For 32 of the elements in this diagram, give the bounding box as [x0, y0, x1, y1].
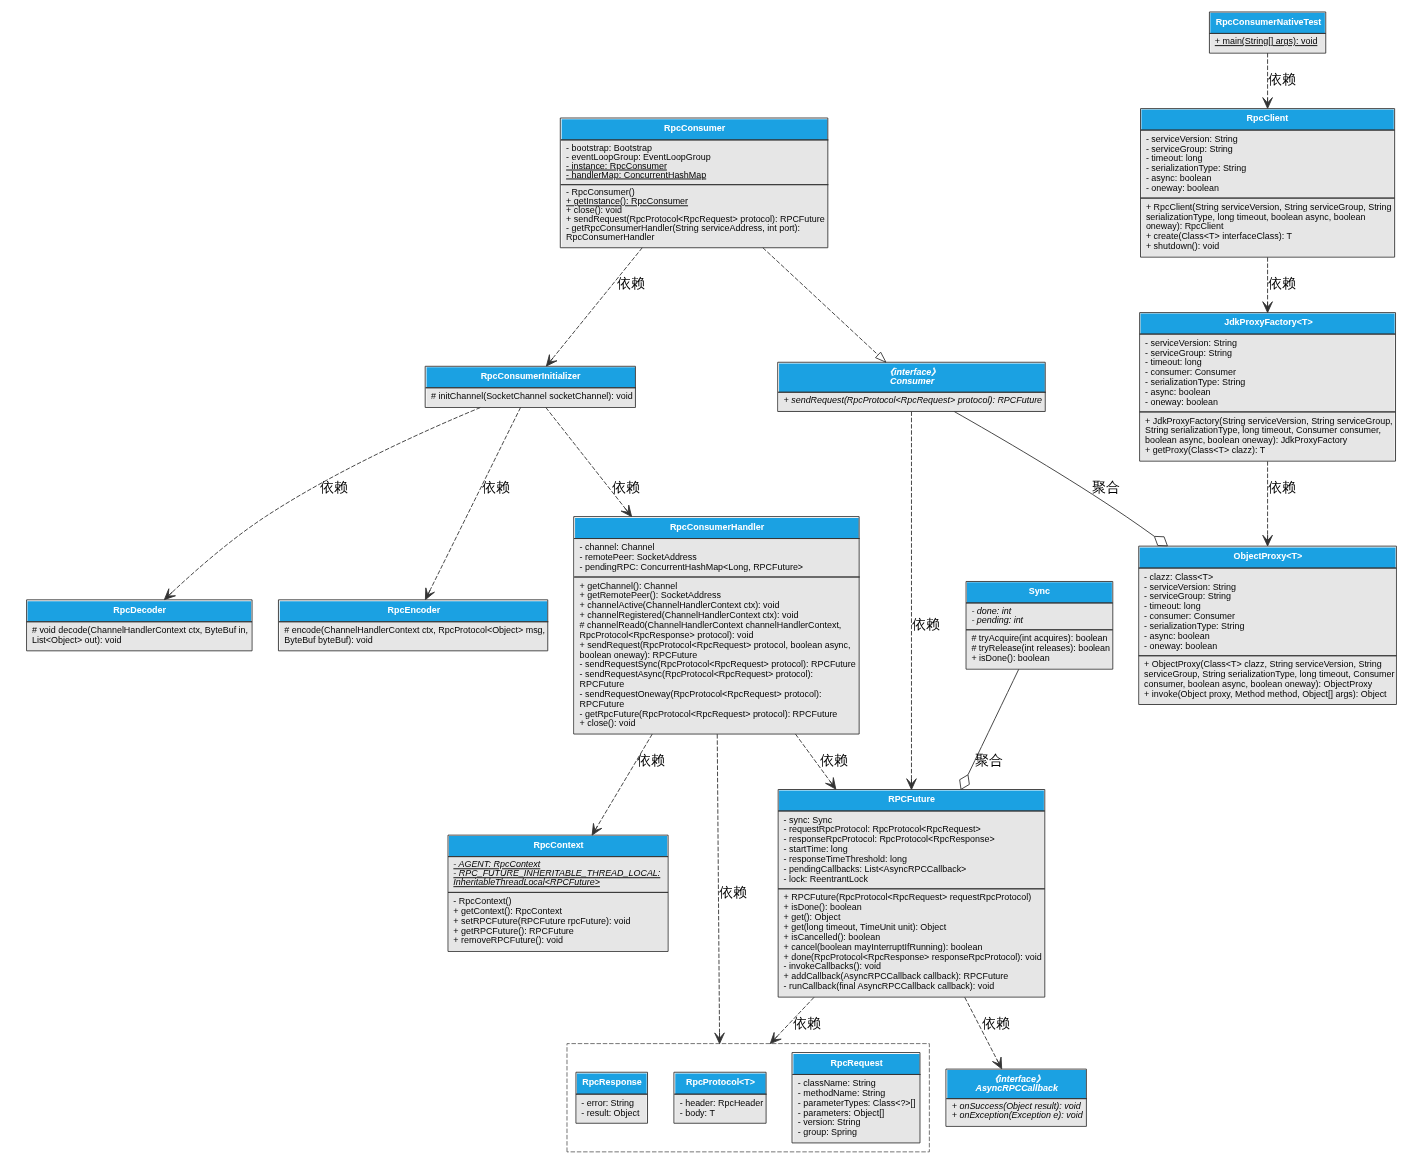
arrow	[769, 996, 814, 1045]
edge-label: 依赖	[636, 752, 665, 769]
arrow	[1261, 52, 1273, 109]
arrow	[905, 411, 917, 790]
arrow	[1261, 256, 1273, 313]
edge-label: 依赖	[981, 1015, 1010, 1032]
edge-label: 聚合	[1091, 479, 1120, 496]
arrow	[1261, 460, 1273, 547]
arrow	[963, 996, 1002, 1070]
edge-label: 依赖	[481, 479, 510, 496]
edge-label: 依赖	[1267, 479, 1296, 496]
edge-label: 依赖	[911, 615, 940, 632]
edge-label: 依赖	[1267, 275, 1296, 292]
arrow	[591, 733, 653, 836]
arrow	[544, 407, 632, 517]
arrow	[424, 407, 521, 601]
edge-label: 依赖	[718, 883, 747, 900]
connector	[953, 411, 1168, 547]
edge-label: 依赖	[792, 1015, 821, 1032]
edge-label: 聚合	[974, 752, 1003, 769]
arrow	[163, 407, 481, 601]
edge-label: 依赖	[819, 752, 848, 769]
arrow	[761, 247, 886, 363]
arrow	[713, 733, 725, 1045]
arrow	[794, 733, 836, 790]
edge-label: 依赖	[611, 479, 640, 496]
cluster	[566, 1043, 930, 1153]
edge-label: 依赖	[319, 479, 348, 496]
connector	[958, 668, 1019, 790]
edge-label: 依赖	[616, 275, 645, 292]
edge-label: 依赖	[1267, 71, 1296, 88]
arrow	[545, 247, 643, 367]
